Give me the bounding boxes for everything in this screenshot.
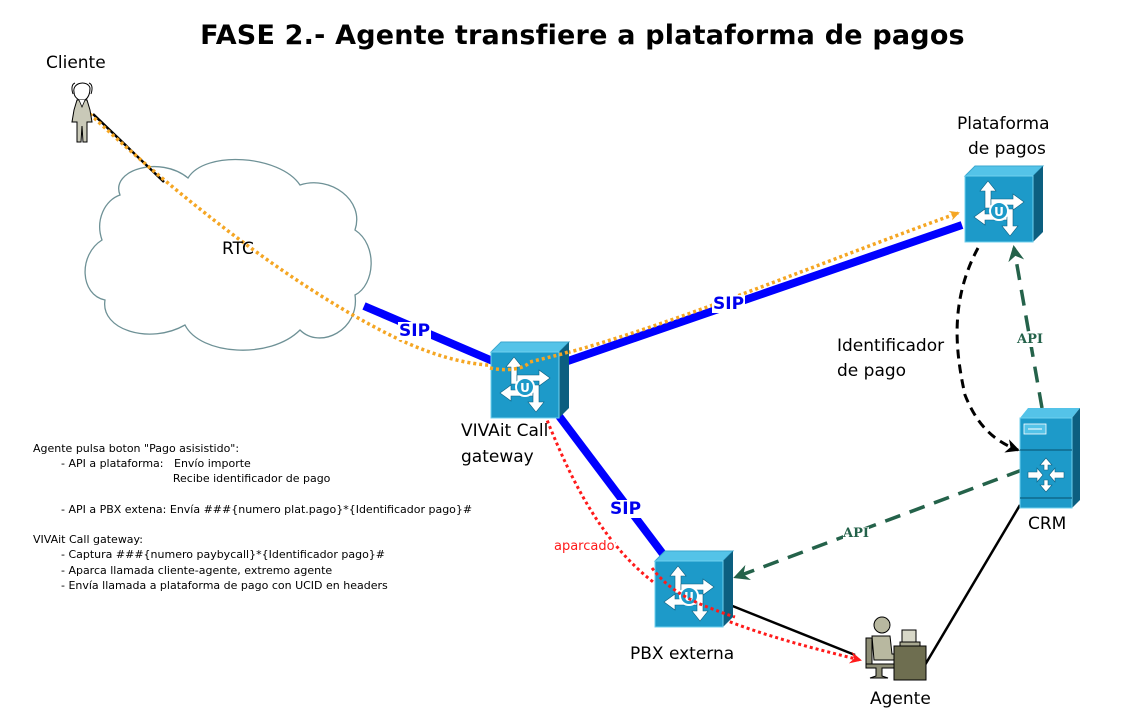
note-line: - Captura ###{numero paybycall}*{Identif… <box>33 548 386 562</box>
call-path-orange <box>88 112 960 368</box>
note-line: - Aparca llamada cliente-agente, extremo… <box>33 563 333 577</box>
note-line: - API a plataforma: Envío importe <box>33 457 251 471</box>
crm-label: CRM <box>1028 514 1067 534</box>
sip-label-gateway-plataforma: SIP <box>712 294 746 314</box>
gateway-label-line1: VIVAit Call <box>461 421 549 441</box>
sip-link-gateway-pbx <box>552 409 670 561</box>
pbx-label: PBX externa <box>630 644 735 664</box>
note-line: Recibe identificador de pago <box>33 472 331 486</box>
agente-person-icon <box>865 616 927 681</box>
note-line <box>33 487 472 502</box>
note-line: VIVAit Call gateway: <box>33 533 143 547</box>
sip-label-rtc-gateway: SIP <box>398 321 432 341</box>
identificador-label-line2: de pago <box>837 361 907 381</box>
plataforma-label-line1: Plataforma <box>957 114 1050 134</box>
page-title: FASE 2.- Agente transfiere a plataforma … <box>200 20 965 51</box>
pbx-router-icon[interactable] <box>654 550 734 628</box>
agente-crm-link <box>920 504 1022 671</box>
parked-path-red-overlay <box>650 567 736 619</box>
gateway-label-line2: gateway <box>461 447 534 467</box>
api-label-crm-plataforma: API <box>1017 332 1043 347</box>
crm-server-icon[interactable] <box>1019 408 1080 509</box>
api-link-crm-plataforma <box>1008 245 1044 409</box>
sip-link-gateway-plataforma <box>563 221 964 366</box>
pbx-agente-link <box>729 603 856 657</box>
rtc-cloud-icon <box>84 158 372 351</box>
note-line <box>33 517 472 532</box>
plataforma-router-icon[interactable] <box>964 165 1044 243</box>
identificador-path <box>955 247 1020 453</box>
notes-block: Agente pulsa boton "Pago asisistido": - … <box>33 441 472 593</box>
agente-label: Agente <box>870 689 931 709</box>
aparcado-label: aparcado <box>554 539 615 554</box>
rtc-label: RTC <box>222 239 254 259</box>
plataforma-label-line2: de pagos <box>968 139 1046 159</box>
note-line: - API a PBX extena: Envía ###{numero pla… <box>33 502 473 516</box>
gateway-router-icon[interactable] <box>490 341 570 419</box>
api-link-crm-pbx <box>733 468 1023 580</box>
note-line: - Envía llamada a plataforma de pago con… <box>33 578 388 592</box>
parked-path-red <box>543 414 862 664</box>
note-line: Agente pulsa boton "Pago asisistido": <box>33 442 240 455</box>
api-label-crm-pbx: API <box>843 526 869 541</box>
cliente-label: Cliente <box>46 53 106 73</box>
sip-label-gateway-pbx: SIP <box>609 499 643 519</box>
identificador-label-line1: Identificador <box>837 336 945 356</box>
cliente-person-icon <box>71 82 93 143</box>
call-path-orange-overlay <box>489 350 569 372</box>
